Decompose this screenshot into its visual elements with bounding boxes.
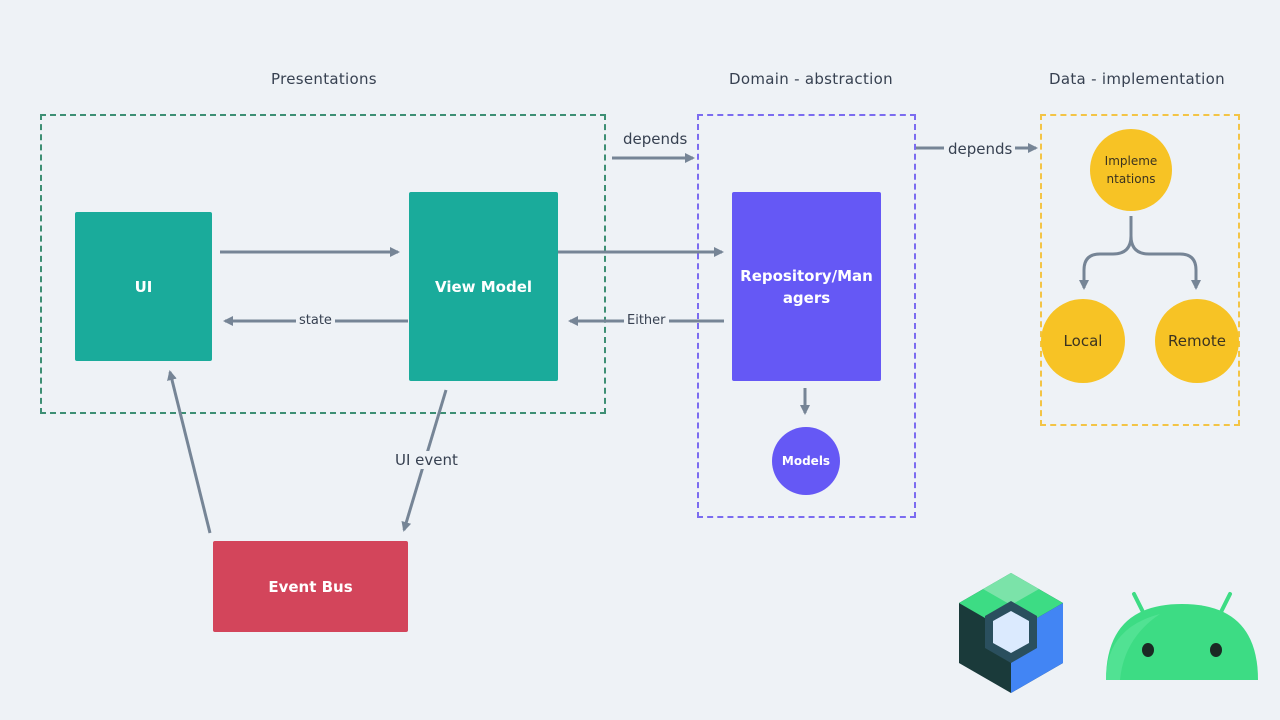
android-robot-logo: [1106, 592, 1258, 680]
data-group: [1040, 114, 1240, 426]
eventbus-to-ui-arrow: [167, 370, 212, 534]
models-node: Models: [772, 427, 840, 495]
state-label: state: [296, 313, 335, 328]
ui-node: UI: [75, 212, 212, 361]
either-label: Either: [624, 313, 669, 328]
depends-data-label: depends: [945, 140, 1016, 158]
event-bus-label: Event Bus: [268, 577, 353, 596]
jetpack-compose-logo: [959, 573, 1063, 693]
models-label: Models: [781, 454, 831, 468]
implementations-node: Impleme ntations: [1090, 129, 1172, 211]
view-model-label: View Model: [434, 277, 533, 296]
presentations-heading: Presentations: [271, 70, 377, 88]
local-label: Local: [1063, 332, 1103, 350]
presentations-group: [40, 114, 606, 414]
domain-heading: Domain - abstraction: [729, 70, 893, 88]
repository-label-line1: Repository/Man: [740, 266, 873, 285]
local-node: Local: [1041, 299, 1125, 383]
ui-event-label: UI event: [392, 451, 461, 469]
implementations-branch-arrows: [1079, 216, 1133, 290]
ui-node-label: UI: [134, 277, 153, 296]
view-model-node: View Model: [409, 192, 558, 381]
remote-node: Remote: [1155, 299, 1239, 383]
domain-group: [697, 114, 916, 518]
implementations-label-line1: Impleme: [1104, 154, 1158, 168]
event-bus-node: Event Bus: [213, 541, 408, 632]
remote-label: Remote: [1168, 332, 1226, 350]
repository-label-line2: agers: [782, 288, 831, 307]
implementations-label-line2: ntations: [1106, 172, 1156, 186]
repository-node: Repository/Man agers: [732, 192, 881, 381]
data-heading: Data - implementation: [1049, 70, 1225, 88]
depends-domain-label: depends: [620, 130, 691, 148]
